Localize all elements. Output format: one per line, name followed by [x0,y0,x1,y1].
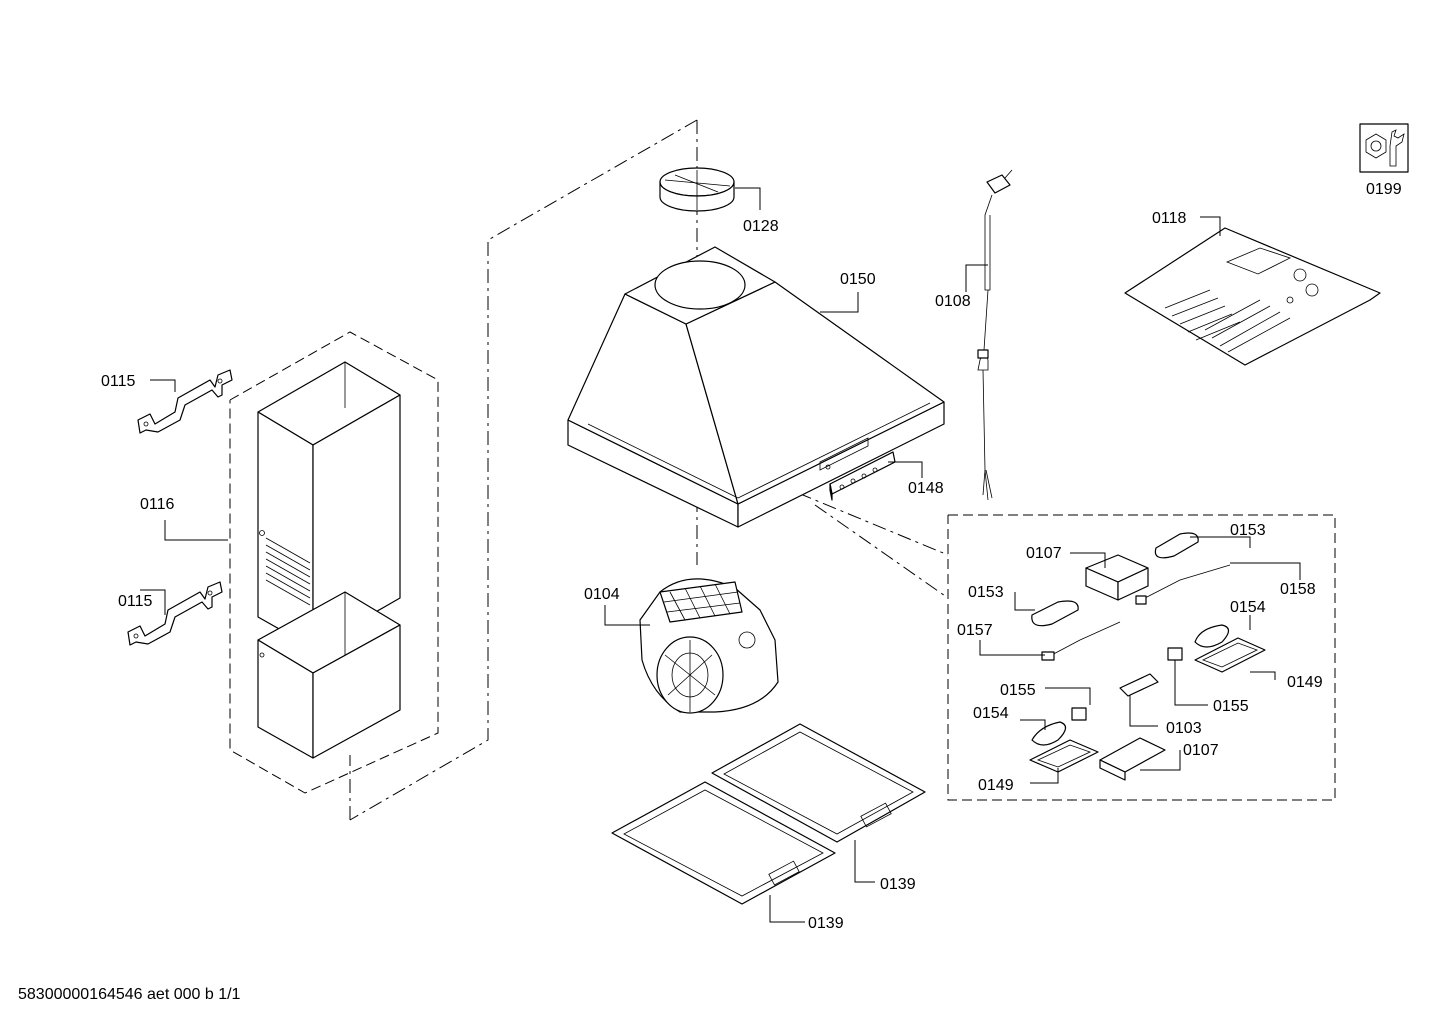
label-0116: 0116 [140,496,175,513]
hood-body [567,246,945,528]
label-0103: 0103 [1166,720,1202,737]
air-outlet-adapter [659,167,735,212]
label-0128: 0128 [743,218,779,235]
label-0153-top: 0153 [1230,522,1266,539]
label-0157: 0157 [957,622,993,639]
fan-motor [639,578,779,714]
label-0108: 0108 [935,293,971,310]
lighting-detail-inset [947,514,1336,801]
chimney-dashed-outline [229,331,439,794]
label-0153-left: 0153 [968,584,1004,601]
wall-bracket-upper [137,369,233,434]
label-0148: 0148 [908,480,944,497]
label-0107-bottom: 0107 [1183,742,1219,759]
wrench-tool-icon [1359,123,1409,173]
label-0155-left: 0155 [1000,682,1036,699]
label-0154-left: 0154 [973,705,1009,722]
chimney-upper-cover [257,361,401,649]
drawing-footer: 58300000164546 aet 000 b 1/1 [18,986,241,1003]
label-0107-top: 0107 [1026,545,1062,562]
label-0139-left: 0139 [808,915,844,932]
part-labels: 0128 0150 0108 0199 0118 0115 0116 0115 … [101,181,1402,932]
label-0118: 0118 [1152,210,1187,227]
label-0154-right: 0154 [1230,599,1266,616]
label-0158: 0158 [1280,581,1316,598]
wall-bracket-lower [127,581,223,646]
leader-lines [140,187,1301,923]
chimney-lower-cover [257,591,401,759]
grease-filters [611,723,926,905]
label-0115-lower: 0115 [118,593,153,610]
label-0149-right: 0149 [1287,674,1323,691]
mains-cable [977,169,1013,501]
label-0155-right: 0155 [1213,698,1249,715]
label-0199: 0199 [1366,181,1402,198]
label-0115-upper: 0115 [101,373,136,390]
label-0139-right: 0139 [880,876,916,893]
mounting-kit-bag [1124,227,1381,366]
label-0150: 0150 [840,271,876,288]
label-0104: 0104 [584,586,620,603]
label-0149-left: 0149 [978,777,1014,794]
